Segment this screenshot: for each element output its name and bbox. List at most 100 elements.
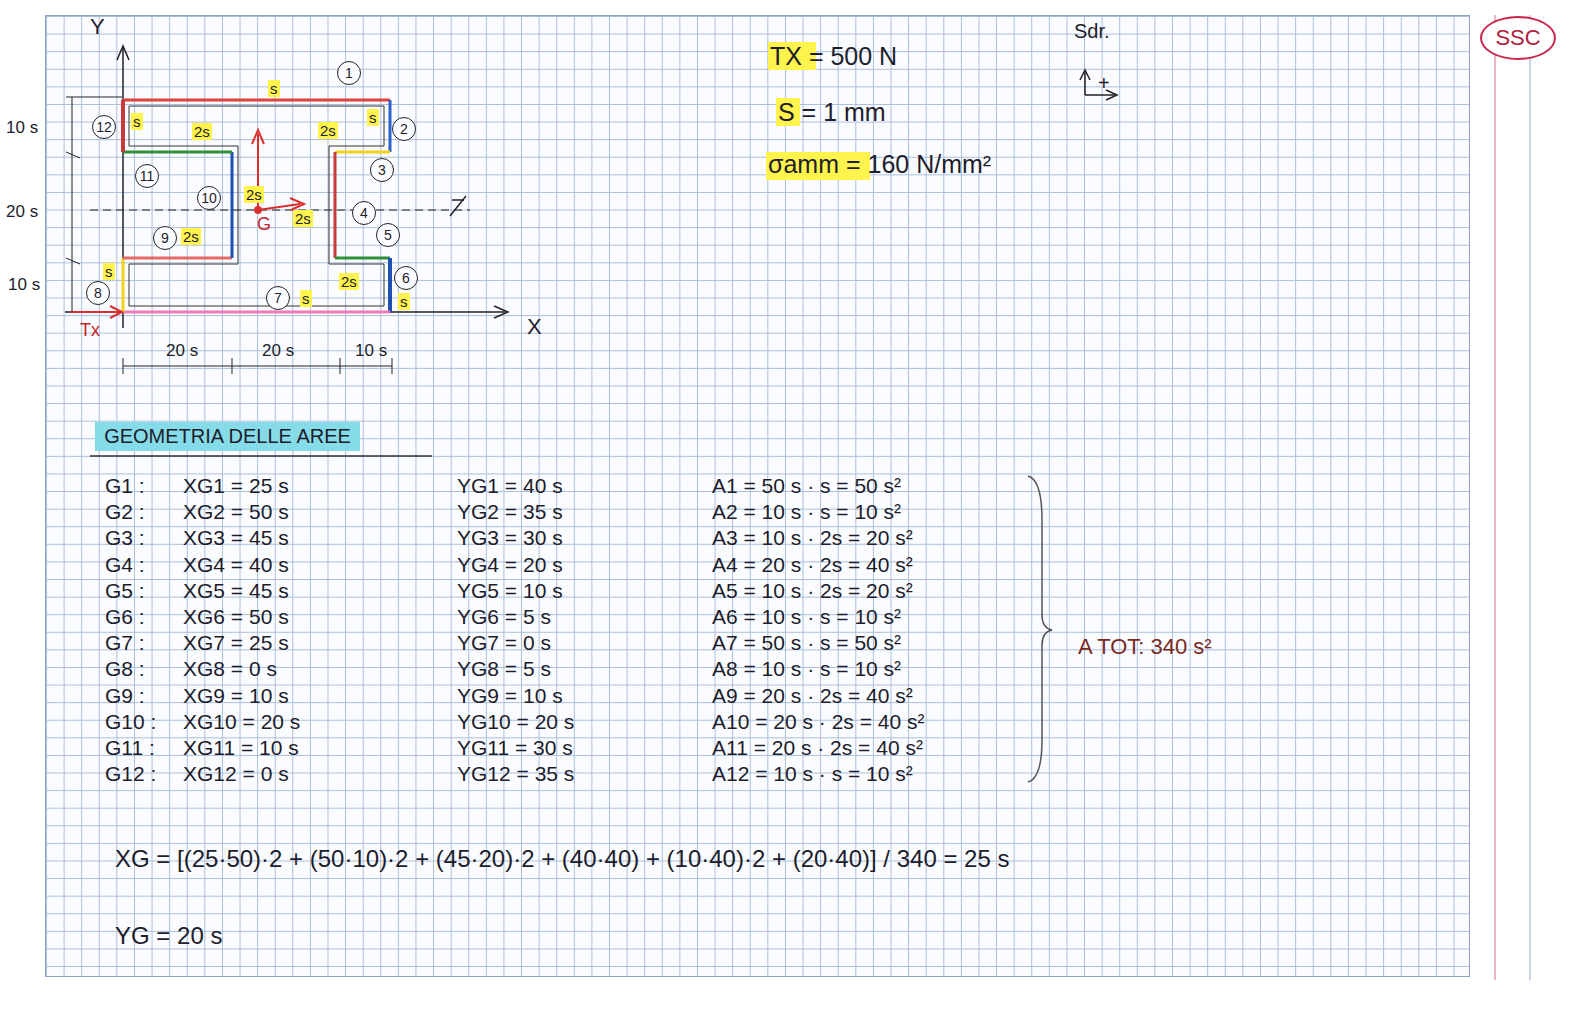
dimension-label: 10 s <box>6 118 38 138</box>
table-cell: A2 = 10 s · s = 10 s² <box>712 500 901 524</box>
dimension-label: 20 s <box>166 341 198 361</box>
reference-label: + <box>1098 72 1110 95</box>
table-cell: G1 : <box>105 474 145 498</box>
axis-label: X <box>527 314 542 339</box>
table-cell: G8 : <box>105 657 145 681</box>
table-cell: YG6 = 5 s <box>457 605 551 629</box>
callout-number: 1 <box>345 65 353 81</box>
callout-number: SSC <box>1495 25 1540 51</box>
callout-circle: 6 <box>394 266 418 290</box>
callout-number: 9 <box>161 230 169 246</box>
thickness-label: 2s <box>293 210 313 227</box>
callout-number: 4 <box>360 205 368 221</box>
table-cell: A12 = 10 s · s = 10 s² <box>712 762 913 786</box>
callout-number: 11 <box>140 168 155 184</box>
dimension-label: 20 s <box>262 341 294 361</box>
table-cell: A4 = 20 s · 2s = 40 s² <box>712 553 913 577</box>
table-cell: XG8 = 0 s <box>183 657 277 681</box>
dimension-label: 10 s <box>355 341 387 361</box>
callout-number: 12 <box>96 119 112 135</box>
callout-circle: 4 <box>352 201 376 225</box>
table-cell: XG11 = 10 s <box>183 736 299 760</box>
table-cell: YG3 = 30 s <box>457 526 563 550</box>
table-cell: XG10 = 20 s <box>183 710 300 734</box>
axis-label: Y <box>90 14 105 39</box>
formula: XG = [(25·50)·2 + (50·10)·2 + (45·20)·2 … <box>115 845 1009 873</box>
table-cell: A10 = 20 s · 2s = 40 s² <box>712 710 924 734</box>
table-cell: XG1 = 25 s <box>183 474 289 498</box>
thickness-label: 2s <box>339 273 359 290</box>
table-cell: G3 : <box>105 526 145 550</box>
callout-number: 2 <box>400 121 408 137</box>
table-cell: YG4 = 20 s <box>457 553 563 577</box>
callout-circle: 11 <box>135 164 159 188</box>
table-cell: A9 = 20 s · 2s = 40 s² <box>712 684 913 708</box>
callout-number: 3 <box>378 162 386 178</box>
thickness-label: 2s <box>318 122 338 139</box>
table-cell: A8 = 10 s · s = 10 s² <box>712 657 901 681</box>
data-value: S = 1 mm <box>778 98 886 127</box>
table-cell: A7 = 50 s · s = 50 s² <box>712 631 901 655</box>
callout-circle: 10 <box>197 186 221 210</box>
thickness-label: s <box>300 290 312 307</box>
callout-circle: 12 <box>92 115 116 139</box>
table-cell: A6 = 10 s · s = 10 s² <box>712 605 901 629</box>
dimension-label: 20 s <box>6 202 38 222</box>
point-label: Tx <box>80 320 100 341</box>
table-cell: XG4 = 40 s <box>183 553 289 577</box>
table-cell: G2 : <box>105 500 145 524</box>
callout-circle: 2 <box>392 117 416 141</box>
table-cell: YG1 = 40 s <box>457 474 563 498</box>
table-cell: YG10 = 20 s <box>457 710 574 734</box>
table-cell: XG3 = 45 s <box>183 526 289 550</box>
table-cell: YG12 = 35 s <box>457 762 574 786</box>
table-cell: G5 : <box>105 579 145 603</box>
thickness-label: s <box>367 109 379 126</box>
table-cell: XG12 = 0 s <box>183 762 289 786</box>
thickness-label: 2s <box>192 123 212 140</box>
table-cell: YG8 = 5 s <box>457 657 551 681</box>
callout-circle: 3 <box>370 158 394 182</box>
table-cell: XG6 = 50 s <box>183 605 289 629</box>
table-cell: A1 = 50 s · s = 50 s² <box>712 474 901 498</box>
table-cell: XG9 = 10 s <box>183 684 289 708</box>
callout-number: 6 <box>402 270 410 286</box>
table-cell: G7 : <box>105 631 145 655</box>
table-cell: G4 : <box>105 553 145 577</box>
callout-circle: 7 <box>266 286 290 310</box>
title-band: GEOMETRIA DELLE AREE <box>95 422 360 451</box>
thickness-label: s <box>131 113 143 130</box>
table-cell: G6 : <box>105 605 145 629</box>
table-cell: YG2 = 35 s <box>457 500 563 524</box>
thickness-label: 2s <box>244 186 264 203</box>
thickness-label: s <box>398 293 410 310</box>
table-cell: XG5 = 45 s <box>183 579 289 603</box>
callout-circle: 1 <box>337 61 361 85</box>
table-cell: G11 : <box>105 736 155 760</box>
callout-circle: 9 <box>153 226 177 250</box>
data-value: TX = 500 N <box>770 42 897 71</box>
table-cell: YG5 = 10 s <box>457 579 563 603</box>
table-cell: G10 : <box>105 710 156 734</box>
thickness-label: s <box>103 263 115 280</box>
callout-number: 10 <box>201 190 217 206</box>
table-cell: G12 : <box>105 762 156 786</box>
data-value: σamm = 160 N/mm² <box>768 150 991 179</box>
callout-circle: 5 <box>376 223 400 247</box>
thickness-label: 2s <box>181 228 201 245</box>
table-cell: YG11 = 30 s <box>457 736 573 760</box>
callout-circle: 8 <box>86 281 110 305</box>
table-cell: A3 = 10 s · 2s = 20 s² <box>712 526 913 550</box>
table-cell: YG7 = 0 s <box>457 631 551 655</box>
callout-number: 5 <box>384 227 392 243</box>
section-heading: GEOMETRIA DELLE AREE <box>104 425 351 448</box>
total-area: A TOT: 340 s² <box>1078 634 1212 659</box>
table-cell: A11 = 20 s · 2s = 40 s² <box>712 736 923 760</box>
table-cell: G9 : <box>105 684 145 708</box>
formula: YG = 20 s <box>115 922 222 950</box>
thickness-label: s <box>268 80 280 97</box>
table-cell: XG7 = 25 s <box>183 631 289 655</box>
callout-number: 7 <box>274 290 282 306</box>
stamp-ellipse: SSC <box>1480 16 1556 60</box>
point-label: G <box>257 214 271 235</box>
